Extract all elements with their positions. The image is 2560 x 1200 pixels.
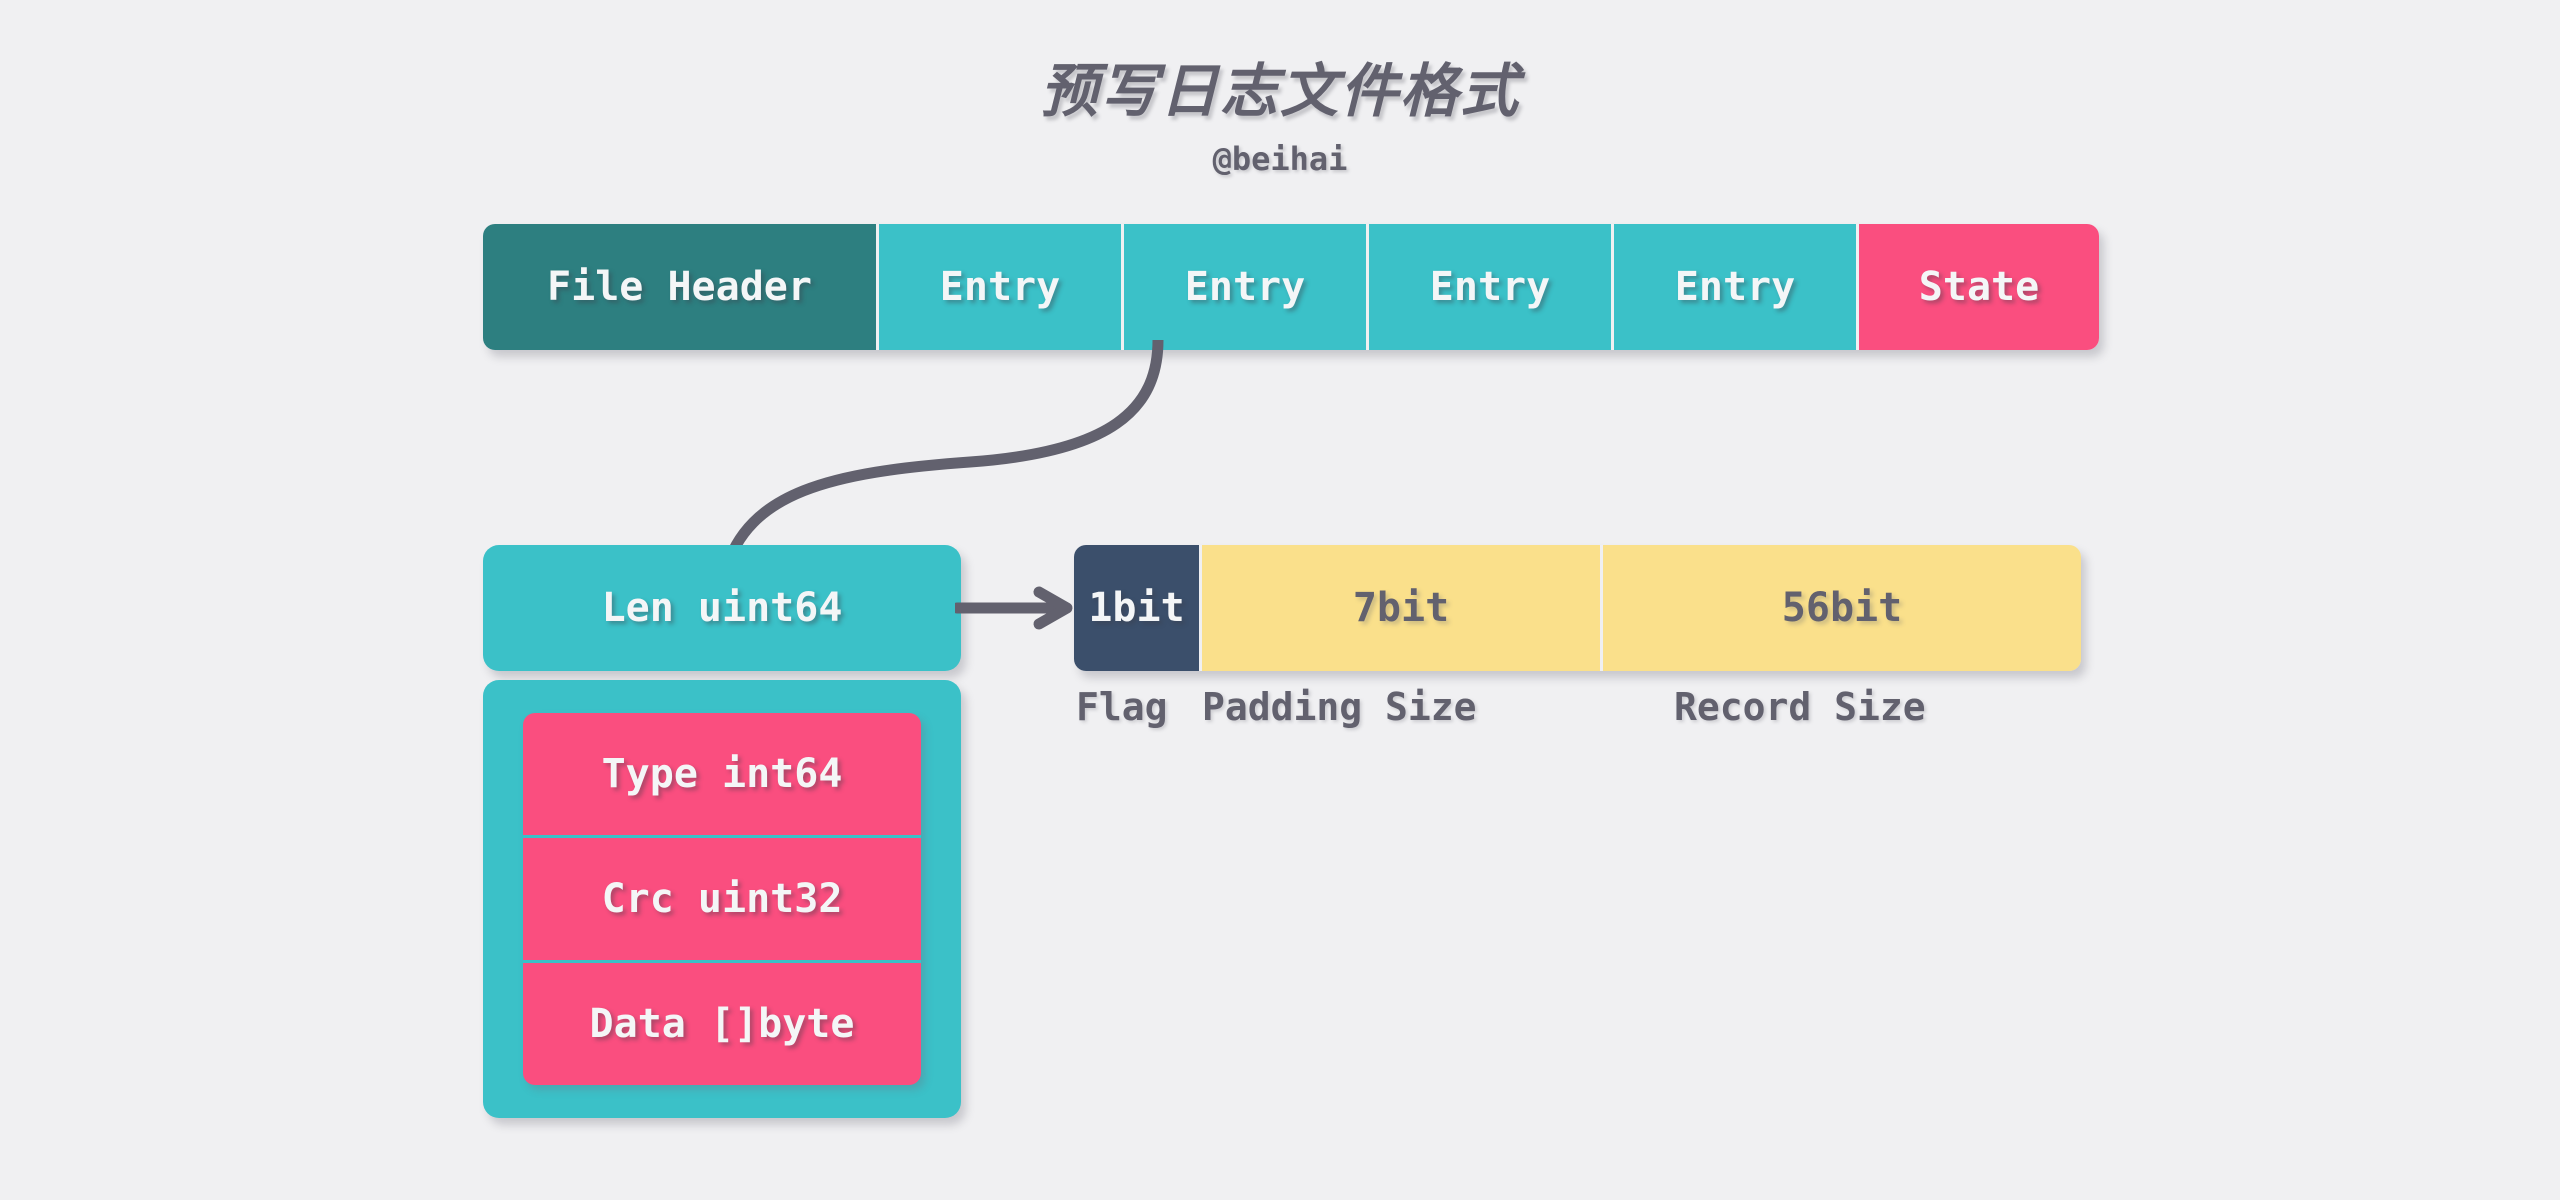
author-handle: @beihai — [1212, 140, 1348, 178]
wal-segment-entry-1: Entry — [879, 224, 1124, 350]
bitfield-caption-padding-size: Padding Size — [1202, 685, 1477, 729]
wal-segment-entry-2: Entry — [1124, 224, 1369, 350]
wal-segment-file-header: File Header — [483, 224, 879, 350]
entry-to-len-arrow-icon — [697, 340, 1164, 580]
bitfield-caption-record-size: Record Size — [1674, 685, 1926, 729]
len-to-bitfield-arrow-icon — [955, 586, 1073, 630]
entry-struct-fields: Type int64 Crc uint32 Data []byte — [523, 713, 921, 1085]
bitfield-segment-flag: 1bit — [1074, 545, 1202, 671]
bitfield-bar: 1bit 7bit 56bit — [1074, 545, 2081, 671]
wal-segment-state: State — [1859, 224, 2099, 350]
entry-field-data: Data []byte — [589, 1001, 855, 1047]
len-uint64-label: Len uint64 — [601, 585, 843, 631]
wal-segment-entry-4: Entry — [1614, 224, 1859, 350]
bitfield-segment-record-size: 56bit — [1603, 545, 2081, 671]
bitfield-segment-padding-size: 7bit — [1202, 545, 1603, 671]
wal-segment-entry-3: Entry — [1369, 224, 1614, 350]
len-uint64-box: Len uint64 — [483, 545, 961, 671]
entry-field-type: Type int64 — [523, 713, 921, 838]
entry-field-crc: Crc uint32 — [523, 838, 921, 963]
bitfield-caption-flag: Flag — [1076, 685, 1168, 729]
entry-struct-container: Type int64 Crc uint32 Data []byte — [483, 680, 961, 1118]
page-title: 预写日志文件格式 — [1039, 57, 1520, 125]
bitfield-captions: Flag Padding Size Record Size — [1074, 685, 2081, 735]
wal-file-layout-bar: File Header Entry Entry Entry Entry Stat… — [483, 224, 2099, 350]
